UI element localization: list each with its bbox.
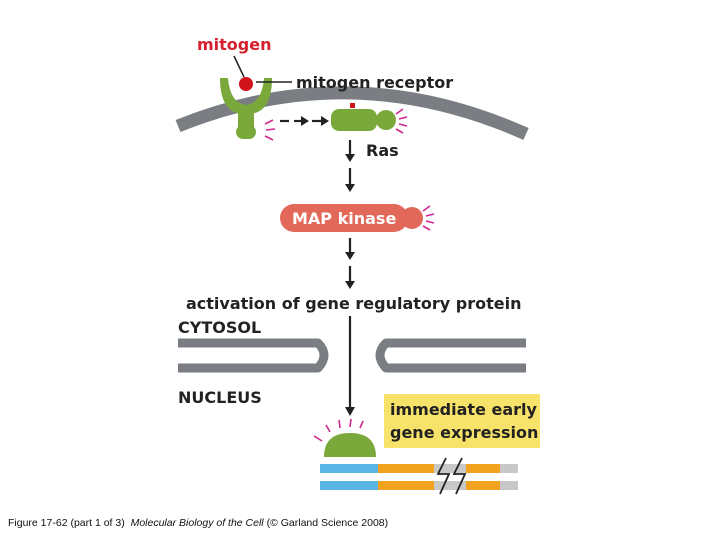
caption-suffix: (© Garland Science 2008) <box>266 517 389 529</box>
dna-double-strand <box>320 464 518 490</box>
nuclear-envelope-right <box>375 338 526 373</box>
map-kinase-protein <box>280 204 423 232</box>
ras-to-mapk-arrows <box>345 140 355 192</box>
cytosol-label: CYTOSOL <box>178 318 261 337</box>
receptor-phosphate-marks <box>264 119 276 141</box>
nuclear-import-arrow <box>345 316 355 416</box>
caption-prefix: Figure 17-62 (part 1 of 3) <box>8 517 125 529</box>
activation-label: activation of gene regulatory protein <box>186 294 521 313</box>
receptor-label: mitogen receptor <box>296 73 453 92</box>
ras-marker <box>350 103 355 108</box>
mitogen-pointer <box>233 55 245 78</box>
immediate-early-box <box>384 394 540 448</box>
gene-regulatory-protein <box>324 433 376 457</box>
map-kinase-phosphate-marks <box>422 205 435 231</box>
dna-break-marks <box>436 457 467 495</box>
immediate-early-line2: gene expression <box>390 423 538 442</box>
receptor-to-ras-arrow <box>280 116 329 126</box>
nuclear-envelope-left <box>178 338 329 373</box>
ras-phosphate-marks <box>395 108 408 134</box>
mitogen-label: mitogen <box>197 35 272 54</box>
mapk-to-activation-arrows <box>345 238 355 289</box>
regulatory-protein-phosphate-marks <box>313 418 364 442</box>
caption-title: Molecular Biology of the Cell <box>130 517 264 529</box>
ras-label: Ras <box>366 141 399 160</box>
figure-caption: Figure 17-62 (part 1 of 3) Molecular Bio… <box>8 517 388 529</box>
mitogen-receptor <box>220 78 272 139</box>
map-kinase-label: MAP kinase <box>292 209 396 228</box>
plasma-membrane <box>175 86 529 140</box>
ras-protein <box>331 109 396 131</box>
nucleus-label: NUCLEUS <box>178 388 262 407</box>
mitogen-dot <box>239 77 253 91</box>
immediate-early-line1: immediate early <box>390 400 538 419</box>
